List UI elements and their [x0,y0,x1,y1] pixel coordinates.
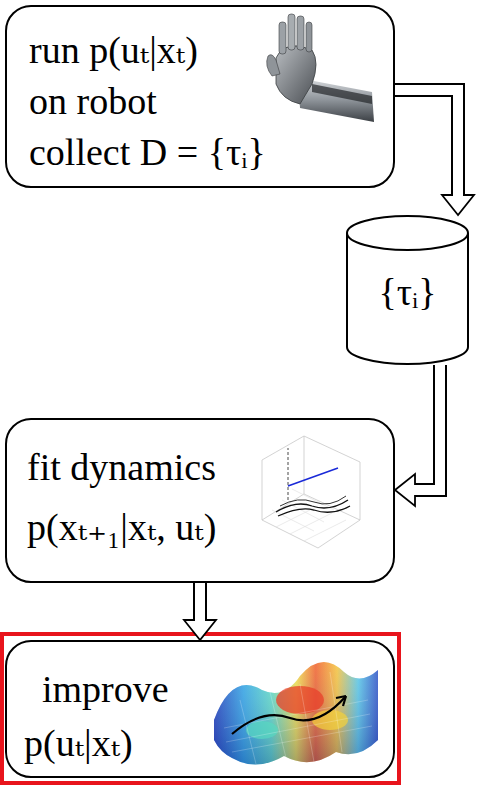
data-store-cylinder: {τᵢ} [345,215,470,365]
highlight-frame [2,634,399,783]
arrow-head [395,474,415,506]
surface-valley [246,721,278,739]
process-box: fit dynamics p(xₜ₊₁|xₜ, uₜ) [5,418,395,583]
plot-wall [262,436,304,520]
robot-forearm [298,78,374,122]
process-box: improve p(uₜ|xₜ) [5,640,395,778]
plot-wall [304,436,360,520]
cylinder-rim [347,233,468,250]
trajectory-curve [232,696,346,734]
trajectory-arrowhead [336,696,346,706]
process-box: run p(uₜ|xₜ) on robot collect D = {τᵢ} [5,5,395,188]
surface-mesh [224,672,372,764]
robot-finger [288,14,295,50]
plot-grid [272,489,346,541]
robot-finger [297,16,304,50]
plot-curve [276,500,348,512]
plot-curve [280,496,346,506]
hollow-arrow-connector [184,583,216,640]
node-label: fit dynamics p(xₜ₊₁|xₜ, uₜ) [27,437,216,557]
arrow-shaft-outline [415,365,440,490]
arrow-shaft-fill [195,583,205,623]
robot-palm [276,46,316,104]
arrow-head [184,620,216,640]
surface-shade [214,662,378,765]
robot-finger [279,22,286,54]
arrow-shaft-outline [395,90,458,195]
node-label: run p(uₜ|xₜ) on robot collect D = {τᵢ} [29,25,266,178]
plot-dashed-line [288,448,289,500]
plot-blue-line [288,468,338,486]
cost-surface-image [214,662,378,765]
surface-fill [214,662,378,765]
surface-peak [312,710,348,730]
node-label: {τᵢ} [345,269,470,315]
plot-floor [262,494,360,548]
arrow-shaft-fill [412,365,440,490]
surface-peak [276,686,324,714]
arrow-head [442,195,474,215]
arrow-shaft-outline [193,583,207,620]
hollow-arrow-connector [395,365,440,506]
plot-curve [278,506,350,516]
robot-forearm-band [312,84,372,104]
arrow-shaft-fill [395,90,458,198]
robot-thumb [267,55,280,76]
robot-hand-image [267,14,374,122]
node-label: improve p(uₜ|xₜ) [24,662,169,770]
hollow-arrow-connector [395,90,474,215]
dynamics-plot-image [262,436,360,548]
robot-finger [306,22,312,52]
